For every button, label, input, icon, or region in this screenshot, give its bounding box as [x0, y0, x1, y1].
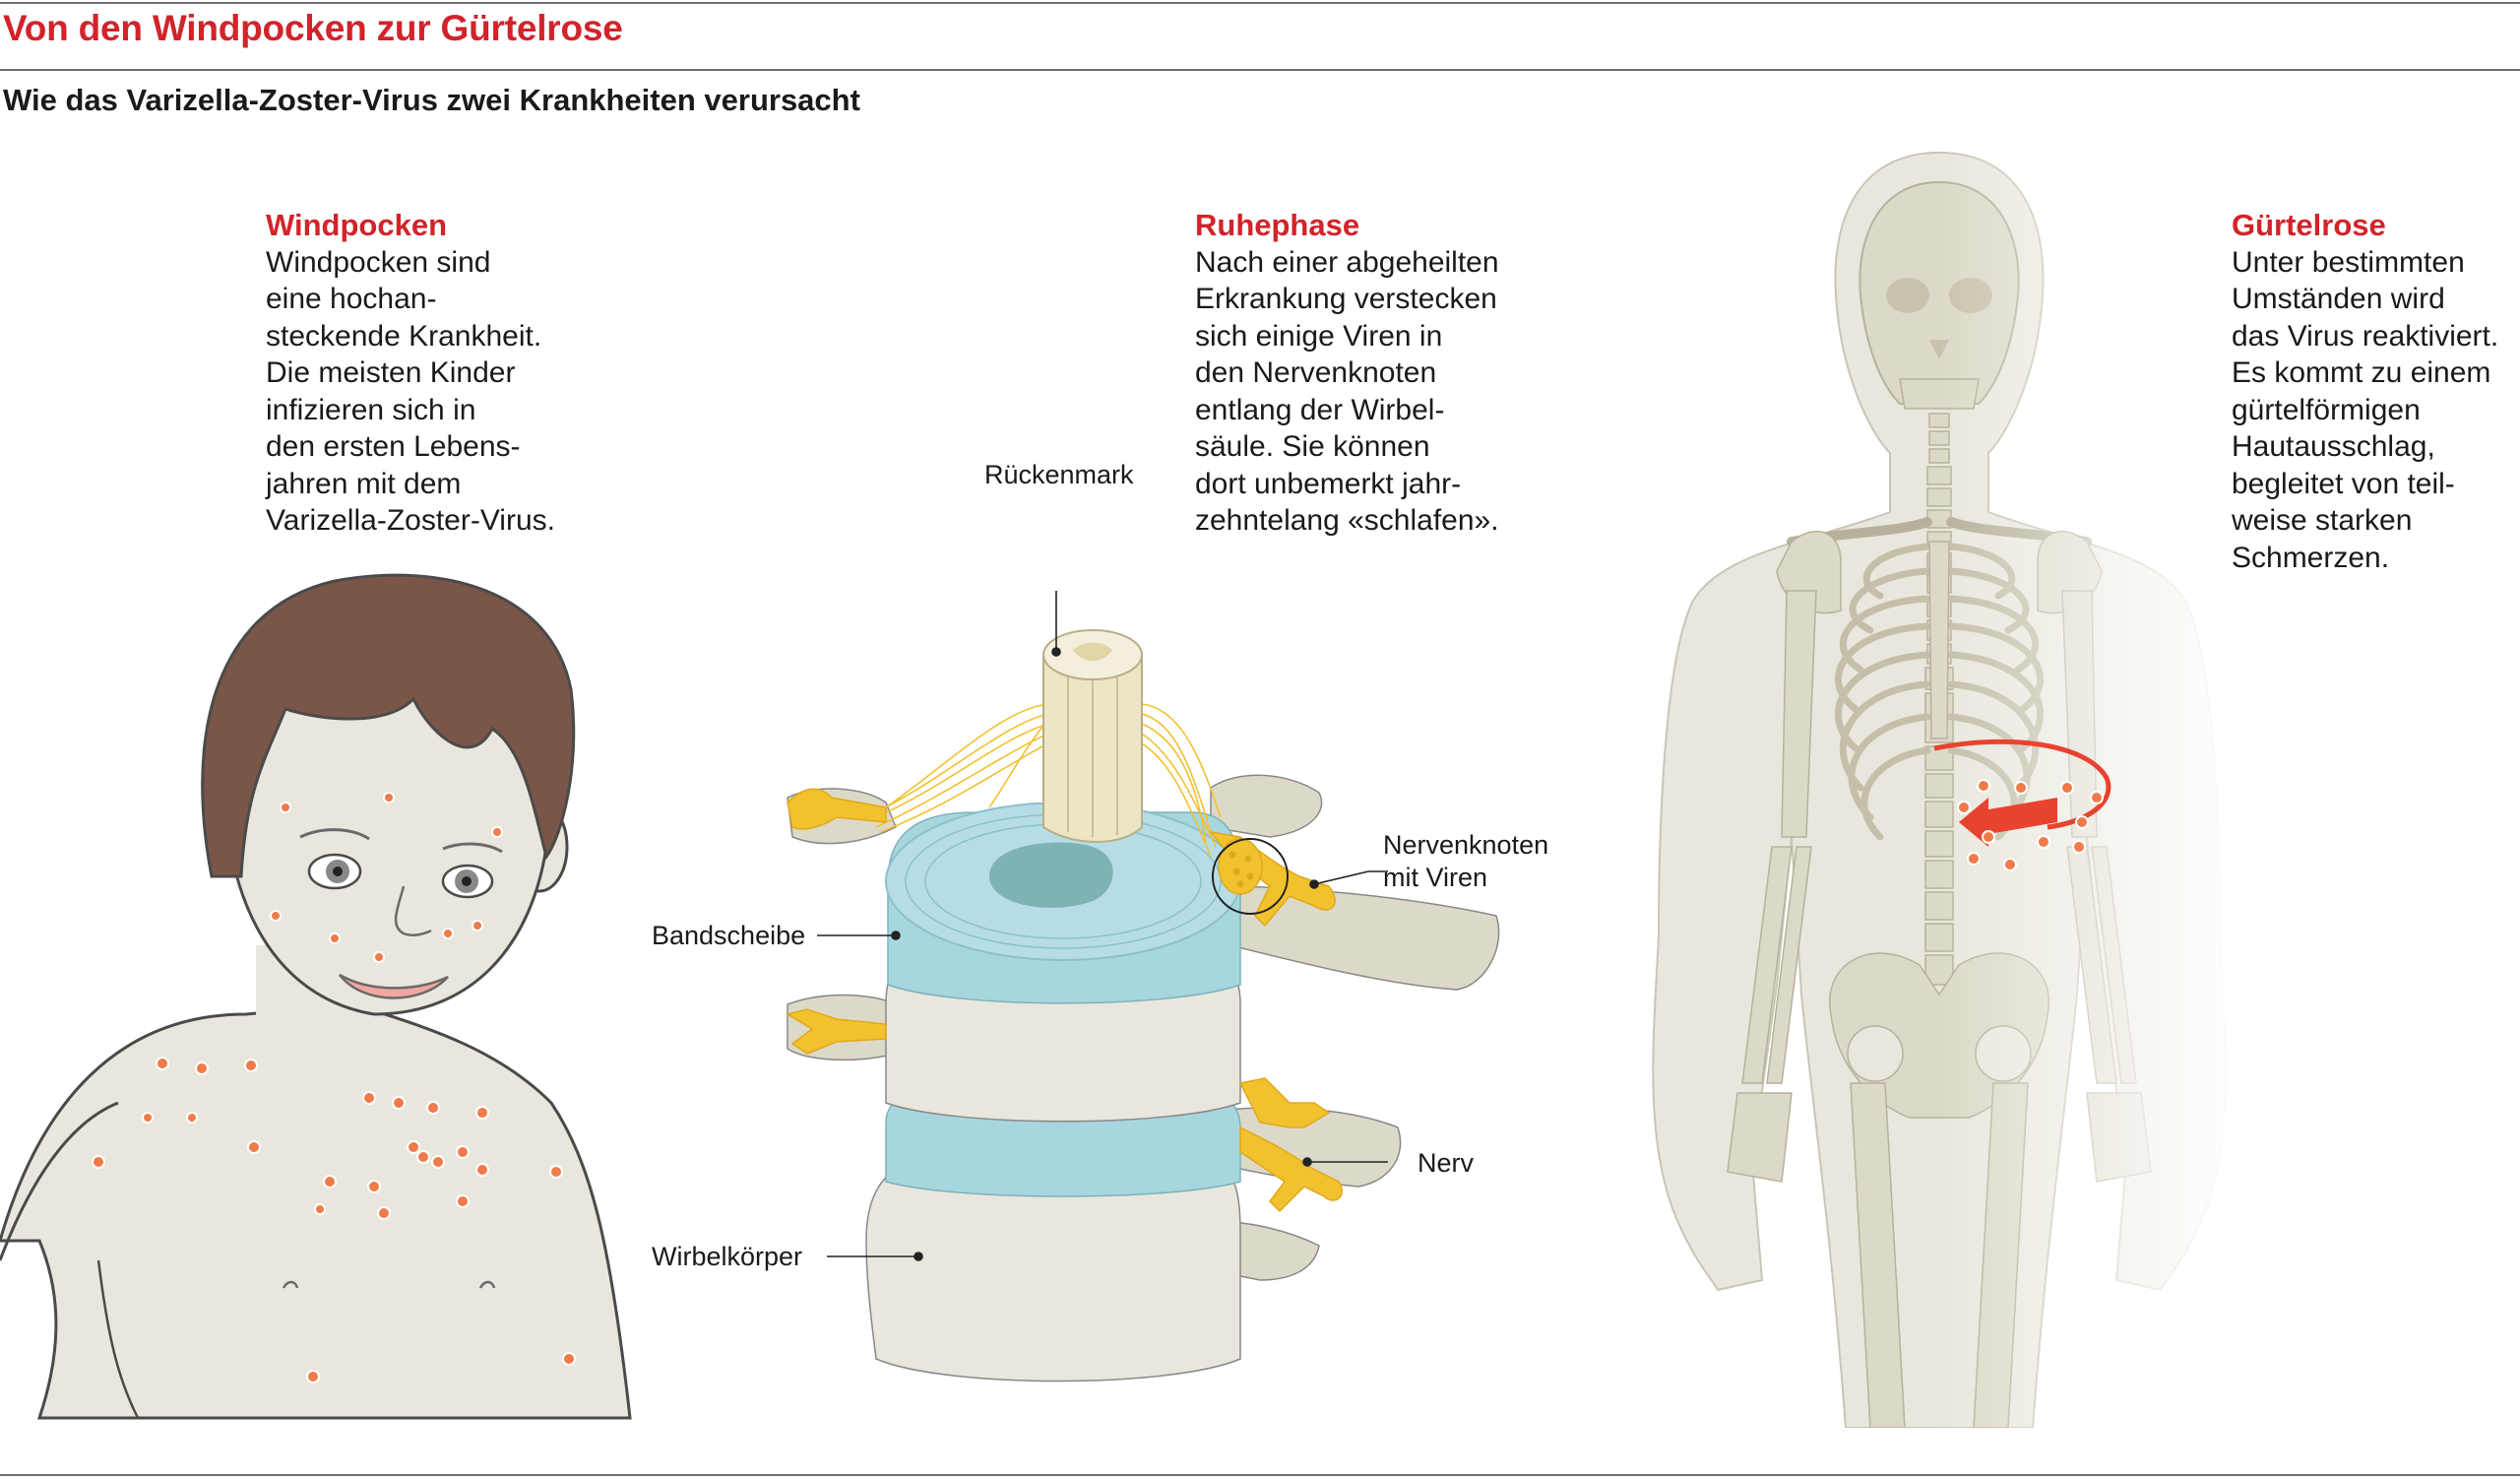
virus-dots: [1228, 851, 1254, 888]
label-bandscheibe: Bandscheibe: [652, 921, 806, 950]
ruhephase-line: zehntelang «schlafen».: [1195, 504, 1499, 537]
guertelrose-line: weise starken: [2232, 504, 2413, 537]
guertelrose-text: Gürtelrose Unter bestimmten Umständen wi…: [2232, 207, 2498, 576]
child-hair: [201, 573, 576, 878]
label-nervenknoten-2: mit Viren: [1383, 863, 1488, 892]
title-rule: [0, 69, 2520, 71]
bottom-rule: [0, 1474, 2520, 1476]
guertelrose-line: Schmerzen.: [2232, 541, 2390, 574]
windpocken-line: infizieren sich in: [266, 393, 476, 426]
label-wirbelkoerper: Wirbelkörper: [652, 1242, 803, 1271]
guertelrose-line: Hautausschlag,: [2232, 430, 2435, 463]
nerve-fibers: [870, 703, 1222, 858]
guertelrose-heading: Gürtelrose: [2232, 208, 2386, 242]
guertelrose-line: Unter bestimmten: [2232, 245, 2465, 279]
skeleton-illustration: [1652, 148, 2244, 1428]
page-subtitle: Wie das Varizella-Zoster-Virus zwei Kran…: [3, 83, 860, 117]
ruhephase-line: Erkrankung verstecken: [1195, 283, 1497, 315]
guertelrose-line: das Virus reaktiviert.: [2232, 319, 2499, 353]
guertelrose-line: Umständen wird: [2232, 283, 2445, 315]
windpocken-line: den ersten Lebens-: [266, 430, 521, 463]
label-nerv: Nerv: [1418, 1148, 1475, 1178]
windpocken-line: jahren mit dem: [266, 467, 462, 500]
disc-nucleus: [989, 842, 1113, 908]
windpocken-line: Varizella-Zoster-Virus.: [266, 504, 555, 537]
label-nervenknoten-1: Nervenknoten: [1383, 830, 1549, 860]
ruhephase-line: entlang der Wirbel-: [1195, 393, 1445, 426]
ruhephase-line: säule. Sie können: [1195, 430, 1430, 463]
child-illustration: [0, 573, 632, 1420]
ganglion-highlight-circle: [1212, 838, 1289, 915]
guertelrose-line: begleitet von teil-: [2232, 467, 2455, 500]
ruhephase-line: den Nervenknoten: [1195, 356, 1437, 389]
spine-illustration: [786, 591, 1500, 1383]
windpocken-line: steckende Krankheit.: [266, 319, 542, 353]
windpocken-text: Windpocken Windpocken sind eine hochan- …: [266, 207, 555, 540]
ruhephase-line: dort unbemerkt jahr-: [1195, 467, 1462, 500]
chickenpox-spots: [92, 792, 576, 1383]
rash-spots: [1957, 779, 2104, 871]
windpocken-line: eine hochan-: [266, 283, 437, 315]
top-rule: [0, 2, 2520, 4]
ganglion: [1218, 838, 1263, 895]
windpocken-line: Die meisten Kinder: [266, 356, 516, 389]
ruhephase-line: sich einige Viren in: [1195, 319, 1443, 353]
guertelrose-line: Es kommt zu einem: [2232, 356, 2491, 389]
guertelrose-line: gürtelförmigen: [2232, 393, 2421, 426]
page-title: Von den Windpocken zur Gürtelrose: [3, 8, 623, 48]
ruhephase-heading: Ruhephase: [1195, 208, 1360, 242]
ruhephase-line: Nach einer abgeheilten: [1195, 245, 1499, 279]
windpocken-line: Windpocken sind: [266, 245, 491, 279]
label-rueckenmark: Rückenmark: [984, 460, 1134, 489]
ruhephase-text: Ruhephase Nach einer abgeheilten Erkrank…: [1195, 207, 1499, 540]
windpocken-heading: Windpocken: [266, 208, 448, 242]
vertebral-body-lower: [865, 1166, 1241, 1383]
